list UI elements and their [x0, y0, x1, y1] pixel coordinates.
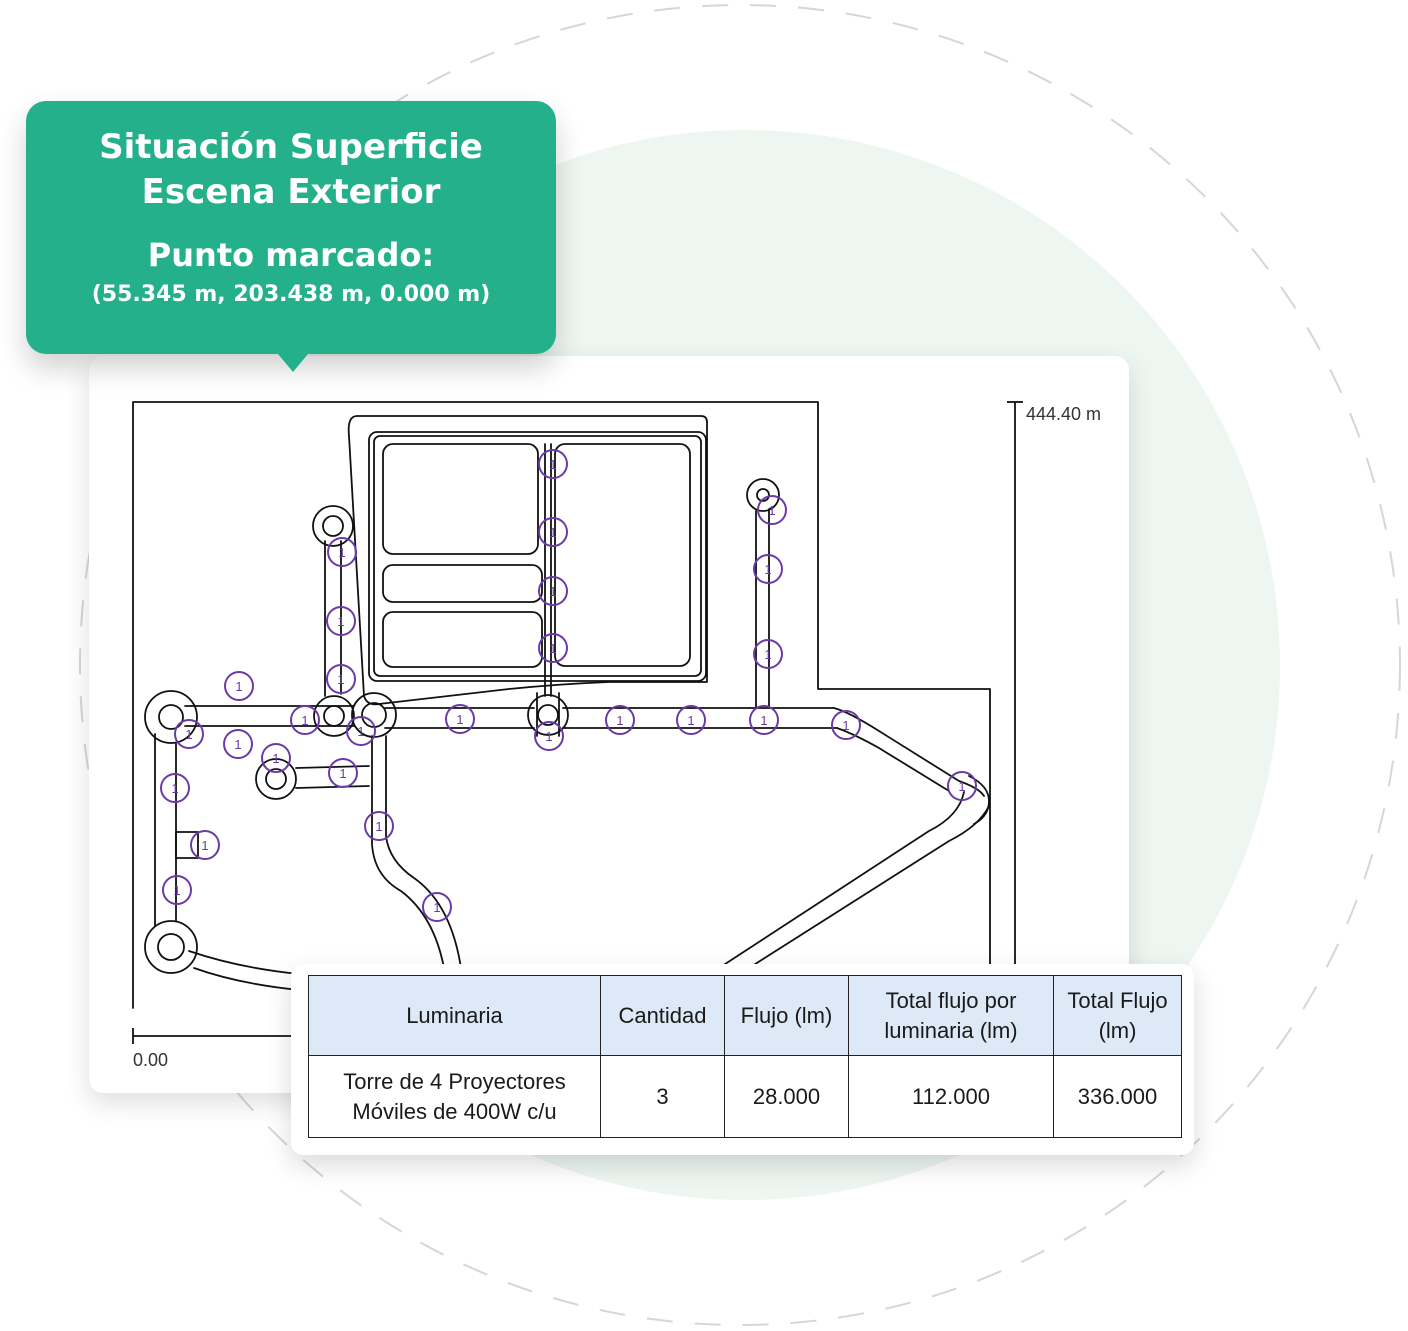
luminaire-marker — [327, 537, 357, 567]
luminaire-marker-label: 1 — [545, 729, 552, 744]
luminaire-marker — [534, 721, 564, 751]
luminaire-marker-label: 1 — [549, 584, 556, 599]
cell-flujo: 28.000 — [724, 1055, 849, 1138]
cell-total-por-luminaria: 112.000 — [848, 1055, 1054, 1138]
table-header-row: Luminaria Cantidad Flujo (lm) Total fluj… — [308, 975, 1182, 1056]
luminaire-marker-label: 1 — [173, 883, 180, 898]
marked-point-tooltip: Situación Superficie Escena Exterior Pun… — [26, 101, 556, 372]
luminaire-marker-label: 1 — [764, 562, 771, 577]
road-main — [184, 705, 838, 729]
luminaire-marker — [290, 705, 320, 735]
luminaire-marker-label: 1 — [338, 545, 345, 560]
luminaire-marker — [224, 671, 254, 701]
building-inner — [368, 431, 707, 682]
luminaire-marker — [538, 449, 568, 479]
luminaire-marker-label: 1 — [357, 724, 364, 739]
building-inner2 — [373, 435, 702, 677]
tooltip-title-line2: Escena Exterior — [141, 172, 441, 212]
luminaire-marker — [190, 830, 220, 860]
luminaire-marker — [445, 704, 475, 734]
luminaire-marker — [160, 773, 190, 803]
room-right — [554, 443, 691, 667]
luminaire-marker-label: 1 — [456, 712, 463, 727]
room-top-left — [382, 443, 539, 555]
luminaire-marker-label: 1 — [549, 457, 556, 472]
luminaire-marker-label: 1 — [842, 718, 849, 733]
luminaire-marker — [753, 554, 783, 584]
luminaire-marker — [162, 875, 192, 905]
luminaire-table-card: Luminaria Cantidad Flujo (lm) Total fluj… — [291, 964, 1194, 1155]
luminaire-marker — [326, 606, 356, 636]
header-total-por-luminaria: Total flujo por luminaria (lm) — [848, 975, 1054, 1056]
luminaire-marker — [223, 729, 253, 759]
luminaire-markers: 1 1 1 1 1 1 1 1 1 1 1 1 1 1 1 1 1 1 1 1 1 1 1 1 1 1 1 1 1 — [160, 449, 977, 922]
luminaire-marker — [947, 771, 977, 801]
room-bottom-left — [382, 611, 543, 668]
tooltip-title-line1: Situación Superficie — [99, 127, 483, 167]
luminaire-marker — [364, 811, 394, 841]
luminaire-marker-label: 1 — [768, 503, 775, 518]
luminaire-marker-label: 1 — [764, 647, 771, 662]
tooltip-pointer — [278, 354, 308, 372]
luminaire-marker — [753, 639, 783, 669]
luminaire-marker — [749, 705, 779, 735]
luminaire-marker — [831, 710, 861, 740]
header-cantidad: Cantidad — [600, 975, 725, 1056]
luminaire-marker-label: 1 — [375, 819, 382, 834]
luminaire-marker-label: 1 — [337, 614, 344, 629]
cell-total-flujo: 336.000 — [1053, 1055, 1182, 1138]
table-row: Torre de 4 Proyectores Móviles de 400W c… — [308, 1055, 1182, 1138]
luminaire-marker — [346, 716, 376, 746]
luminaire-marker — [757, 495, 787, 525]
luminaire-marker — [174, 719, 204, 749]
luminaire-marker-label: 1 — [339, 766, 346, 781]
luminaire-marker — [326, 664, 356, 694]
luminaire-marker-label: 1 — [549, 525, 556, 540]
cell-luminaria: Torre de 4 Proyectores Móviles de 400W c… — [308, 1055, 601, 1138]
luminaire-marker-label: 1 — [549, 641, 556, 656]
luminaire-marker — [328, 758, 358, 788]
point-coordinates: (55.345 m, 203.438 m, 0.000 m) — [91, 282, 491, 307]
top-scale-label: 444.40 m — [1026, 404, 1101, 424]
luminaire-marker-label: 1 — [616, 713, 623, 728]
luminaire-marker-label: 1 — [185, 727, 192, 742]
luminaire-marker-label: 1 — [687, 713, 694, 728]
luminaire-marker-label: 1 — [433, 900, 440, 915]
luminaire-marker-label: 1 — [760, 713, 767, 728]
bottom-scale-label: 0.00 — [133, 1050, 168, 1070]
luminaire-marker — [538, 633, 568, 663]
luminaire-marker — [422, 892, 452, 922]
luminaire-marker — [605, 705, 635, 735]
luminaire-marker — [538, 517, 568, 547]
building-outline — [347, 415, 708, 706]
luminaire-marker-label: 1 — [272, 751, 279, 766]
luminaire-marker-label: 1 — [958, 779, 965, 794]
dashed-ring — [79, 4, 1401, 1326]
luminaire-marker — [261, 743, 291, 773]
site-boundary — [132, 401, 991, 1009]
luminaire-marker-label: 1 — [235, 679, 242, 694]
luminaire-marker-label: 1 — [201, 838, 208, 853]
luminaire-marker-label: 1 — [337, 672, 344, 687]
cell-cantidad: 3 — [600, 1055, 725, 1138]
header-flujo: Flujo (lm) — [724, 975, 849, 1056]
luminaire-marker — [538, 576, 568, 606]
room-mid-left — [382, 564, 543, 603]
luminaire-table: Luminaria Cantidad Flujo (lm) Total fluj… — [308, 975, 1182, 1138]
header-total-flujo: Total Flujo (lm) — [1053, 975, 1182, 1056]
luminaire-marker — [676, 705, 706, 735]
header-luminaria: Luminaria — [308, 975, 601, 1056]
luminaire-marker-label: 1 — [301, 713, 308, 728]
luminaire-marker-label: 1 — [234, 737, 241, 752]
tooltip-title: Situación Superficie Escena Exterior — [26, 125, 556, 215]
point-label: Punto marcado: — [147, 236, 435, 274]
luminaire-marker-label: 1 — [171, 781, 178, 796]
